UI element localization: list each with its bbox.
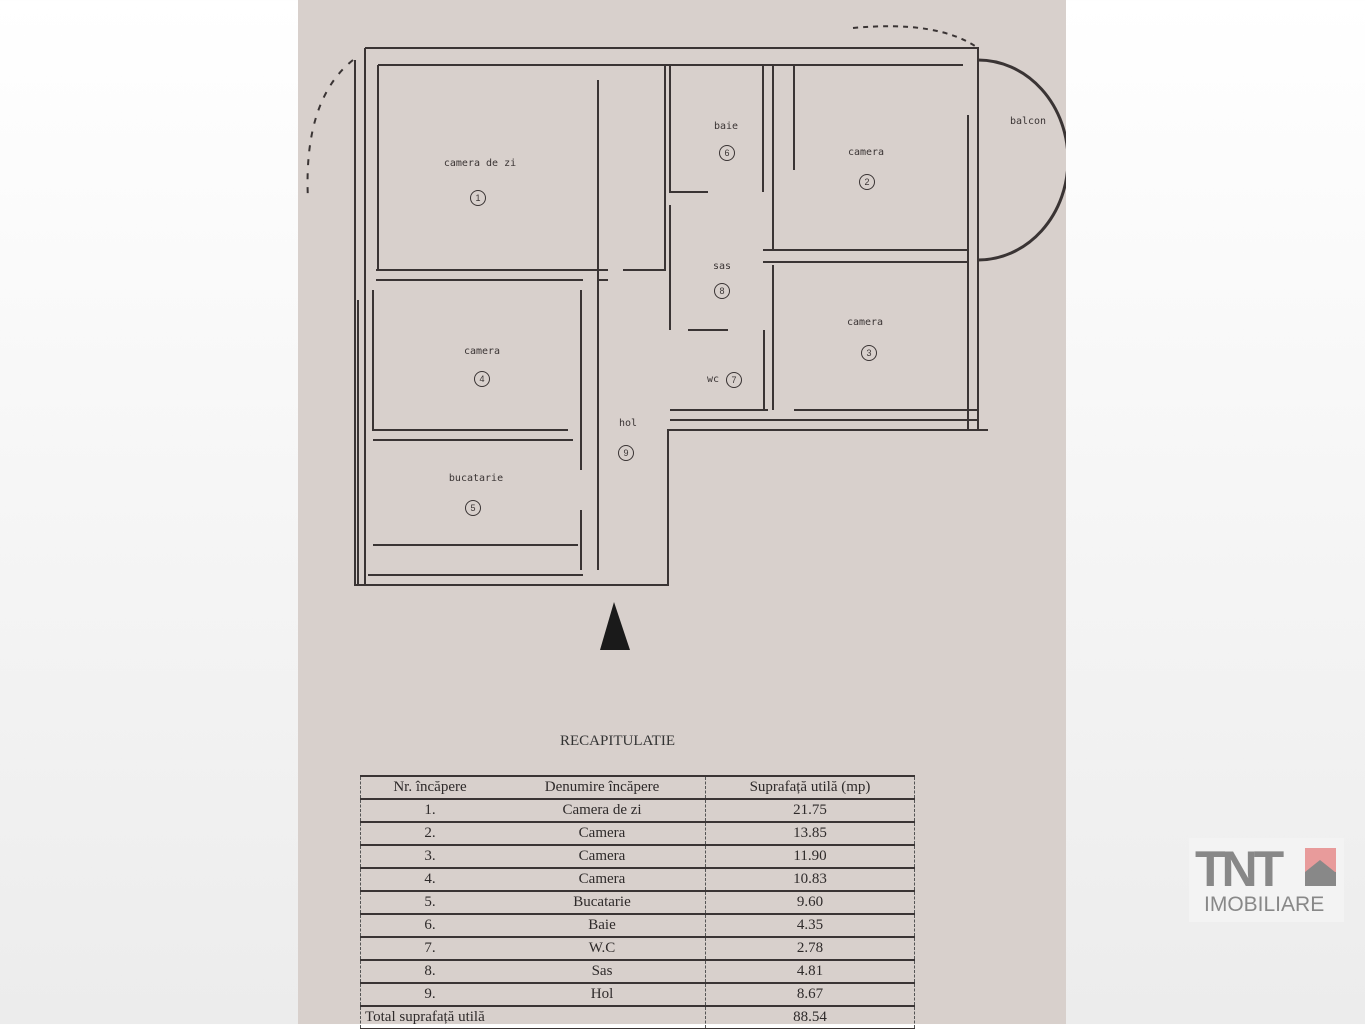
room-number: 8 — [714, 283, 730, 299]
cell: 9. — [360, 982, 499, 1007]
cell: 11.90 — [705, 844, 915, 869]
cell: 5. — [360, 890, 499, 915]
cell: 2. — [360, 821, 499, 846]
cell: Camera — [499, 844, 706, 869]
room-number: 6 — [719, 145, 735, 161]
total-label: Total suprafață utilă — [360, 1005, 706, 1029]
logo-subtitle: IMOBILIARE — [1204, 893, 1325, 916]
cell: 6. — [360, 913, 499, 938]
house-body-icon — [1305, 872, 1336, 886]
cell: Bucatarie — [499, 890, 706, 915]
room-number: 1 — [470, 190, 486, 206]
room-label: camera — [846, 317, 884, 328]
floor-plan-document: camera de zi 1 camera 2 camera 3 camera … — [298, 0, 1066, 1029]
cell: 4.35 — [705, 913, 915, 938]
summary-table: Nr. încăpere Denumire încăpere Suprafață… — [360, 775, 915, 1029]
column-header: Nr. încăpere — [360, 775, 499, 800]
cell: 2.78 — [705, 936, 915, 961]
room-number: 2 — [859, 174, 875, 190]
cell: 4.81 — [705, 959, 915, 984]
room-number: 7 — [726, 372, 742, 388]
house-roof-icon — [1305, 860, 1335, 872]
summary-title: RECAPITULATIE — [560, 733, 675, 749]
cell: Camera — [499, 821, 706, 846]
column-header: Denumire încăpere — [499, 775, 706, 800]
cell: Hol — [499, 982, 706, 1007]
room-label: camera de zi — [443, 158, 517, 169]
cell: Camera de zi — [499, 798, 706, 823]
tnt-imobiliare-logo: TNT IMOBILIARE — [1189, 838, 1344, 922]
cell: 3. — [360, 844, 499, 869]
cell: 8.67 — [705, 982, 915, 1007]
floor-plan-walls — [306, 25, 1066, 650]
cell: W.C — [499, 936, 706, 961]
cell: 21.75 — [705, 798, 915, 823]
room-label: baie — [713, 121, 739, 132]
room-label: sas — [712, 261, 732, 272]
cell: 7. — [360, 936, 499, 961]
cell: 4. — [360, 867, 499, 892]
cell: Baie — [499, 913, 706, 938]
room-number: 9 — [618, 445, 634, 461]
cell: 13.85 — [705, 821, 915, 846]
logo-brand: TNT — [1195, 841, 1284, 897]
room-label: camera — [847, 147, 885, 158]
cell: 1. — [360, 798, 499, 823]
entrance-arrow-icon — [600, 602, 630, 650]
cell: 8. — [360, 959, 499, 984]
room-label: hol — [618, 418, 638, 429]
total-value: 88.54 — [705, 1005, 915, 1029]
column-header: Suprafață utilă (mp) — [705, 775, 915, 800]
room-label: bucatarie — [448, 473, 504, 484]
room-label: wc — [706, 374, 720, 385]
cell: Camera — [499, 867, 706, 892]
table-header-row: Nr. încăpere Denumire încăpere Suprafață… — [360, 775, 915, 800]
cell: Sas — [499, 959, 706, 984]
cell: 9.60 — [705, 890, 915, 915]
room-label: camera — [463, 346, 501, 357]
room-number: 5 — [465, 500, 481, 516]
room-number: 3 — [861, 345, 877, 361]
balcony-label: balcon — [1009, 116, 1047, 127]
room-number: 4 — [474, 371, 490, 387]
cell: 10.83 — [705, 867, 915, 892]
